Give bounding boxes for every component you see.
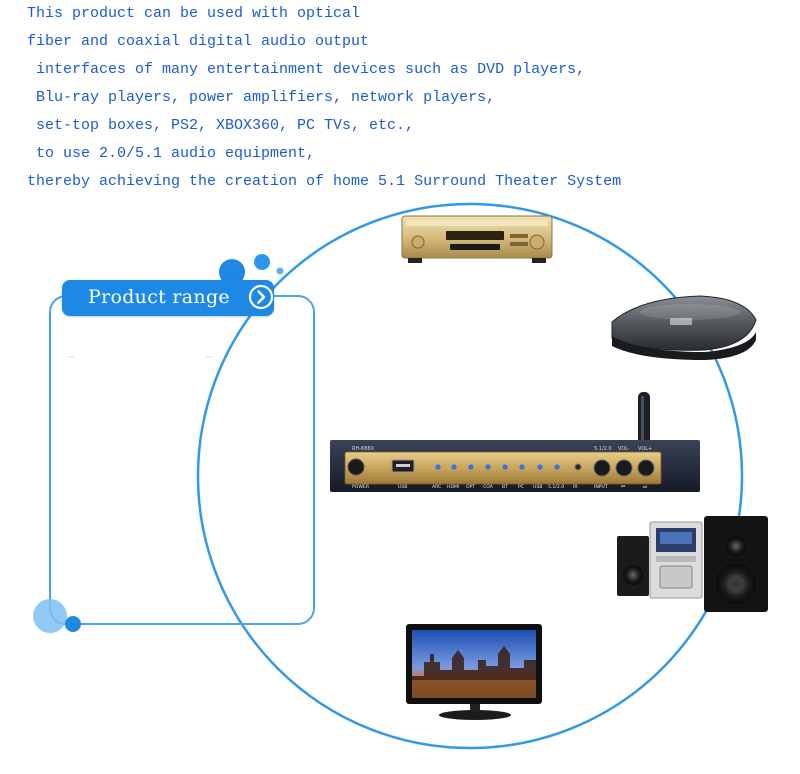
decoder-label-opt: OPT bbox=[466, 484, 475, 490]
decor-dot-small bbox=[276, 267, 284, 275]
decoder-label-input: INPUT bbox=[594, 484, 608, 490]
device-ring bbox=[196, 202, 744, 750]
decoder-mode-label: 5.1/2.0 bbox=[594, 446, 612, 452]
decoder-label-next: ⏭ bbox=[643, 485, 647, 490]
speaker-system-image bbox=[617, 516, 768, 612]
audio-decoder-image bbox=[330, 392, 700, 492]
decoder-label-arc: ARC bbox=[432, 484, 441, 490]
product-range-label: Product range bbox=[88, 286, 230, 308]
description-line-1: This product can be used with optical bbox=[27, 5, 361, 22]
decoder-model-label: RH-688X bbox=[352, 446, 375, 452]
tv-image bbox=[406, 624, 542, 720]
description-line-3: interfaces of many entertainment devices… bbox=[27, 61, 586, 78]
decoder-vol-minus-label: VOL- bbox=[618, 446, 630, 452]
decoder-label-prev: ⏮ bbox=[621, 485, 625, 490]
decoder-label-bt: BT bbox=[502, 484, 508, 490]
decoder-label-coa: COA bbox=[483, 484, 494, 490]
decoder-label-ir: IR bbox=[573, 484, 578, 490]
product-range-button[interactable]: Product range bbox=[62, 280, 274, 316]
decor-dot-corner-large bbox=[33, 599, 67, 633]
description-line-6: to use 2.0/5.1 audio equipment, bbox=[27, 145, 316, 162]
description-line-7: thereby achieving the creation of home 5… bbox=[27, 173, 622, 190]
dvd-player-image bbox=[401, 215, 553, 263]
decoder-vol-plus-label: VOL+ bbox=[638, 446, 652, 452]
description-line-5: set-top boxes, PS2, XBOX360, PC TVs, etc… bbox=[27, 117, 415, 134]
decoder-label-hdmi: HDMI bbox=[447, 484, 459, 490]
decoder-label-usb: USB bbox=[398, 484, 407, 490]
product-range-frame bbox=[49, 295, 315, 625]
decor-dot-large bbox=[219, 259, 245, 285]
set-top-box-image bbox=[611, 295, 757, 360]
decor-dot-medium bbox=[254, 254, 270, 270]
decoder-label-usb2: USB bbox=[533, 484, 542, 490]
decoder-label-mode: 5.1/2.0 bbox=[548, 484, 564, 490]
description-line-2: fiber and coaxial digital audio output bbox=[27, 33, 370, 50]
description-line-4: Blu-ray players, power amplifiers, netwo… bbox=[27, 89, 496, 106]
decoder-label-power: POWER bbox=[352, 484, 370, 490]
decoder-label-pc: PC bbox=[518, 484, 524, 490]
decor-dot-corner-small bbox=[65, 616, 81, 632]
chevron-right-icon bbox=[248, 284, 274, 310]
